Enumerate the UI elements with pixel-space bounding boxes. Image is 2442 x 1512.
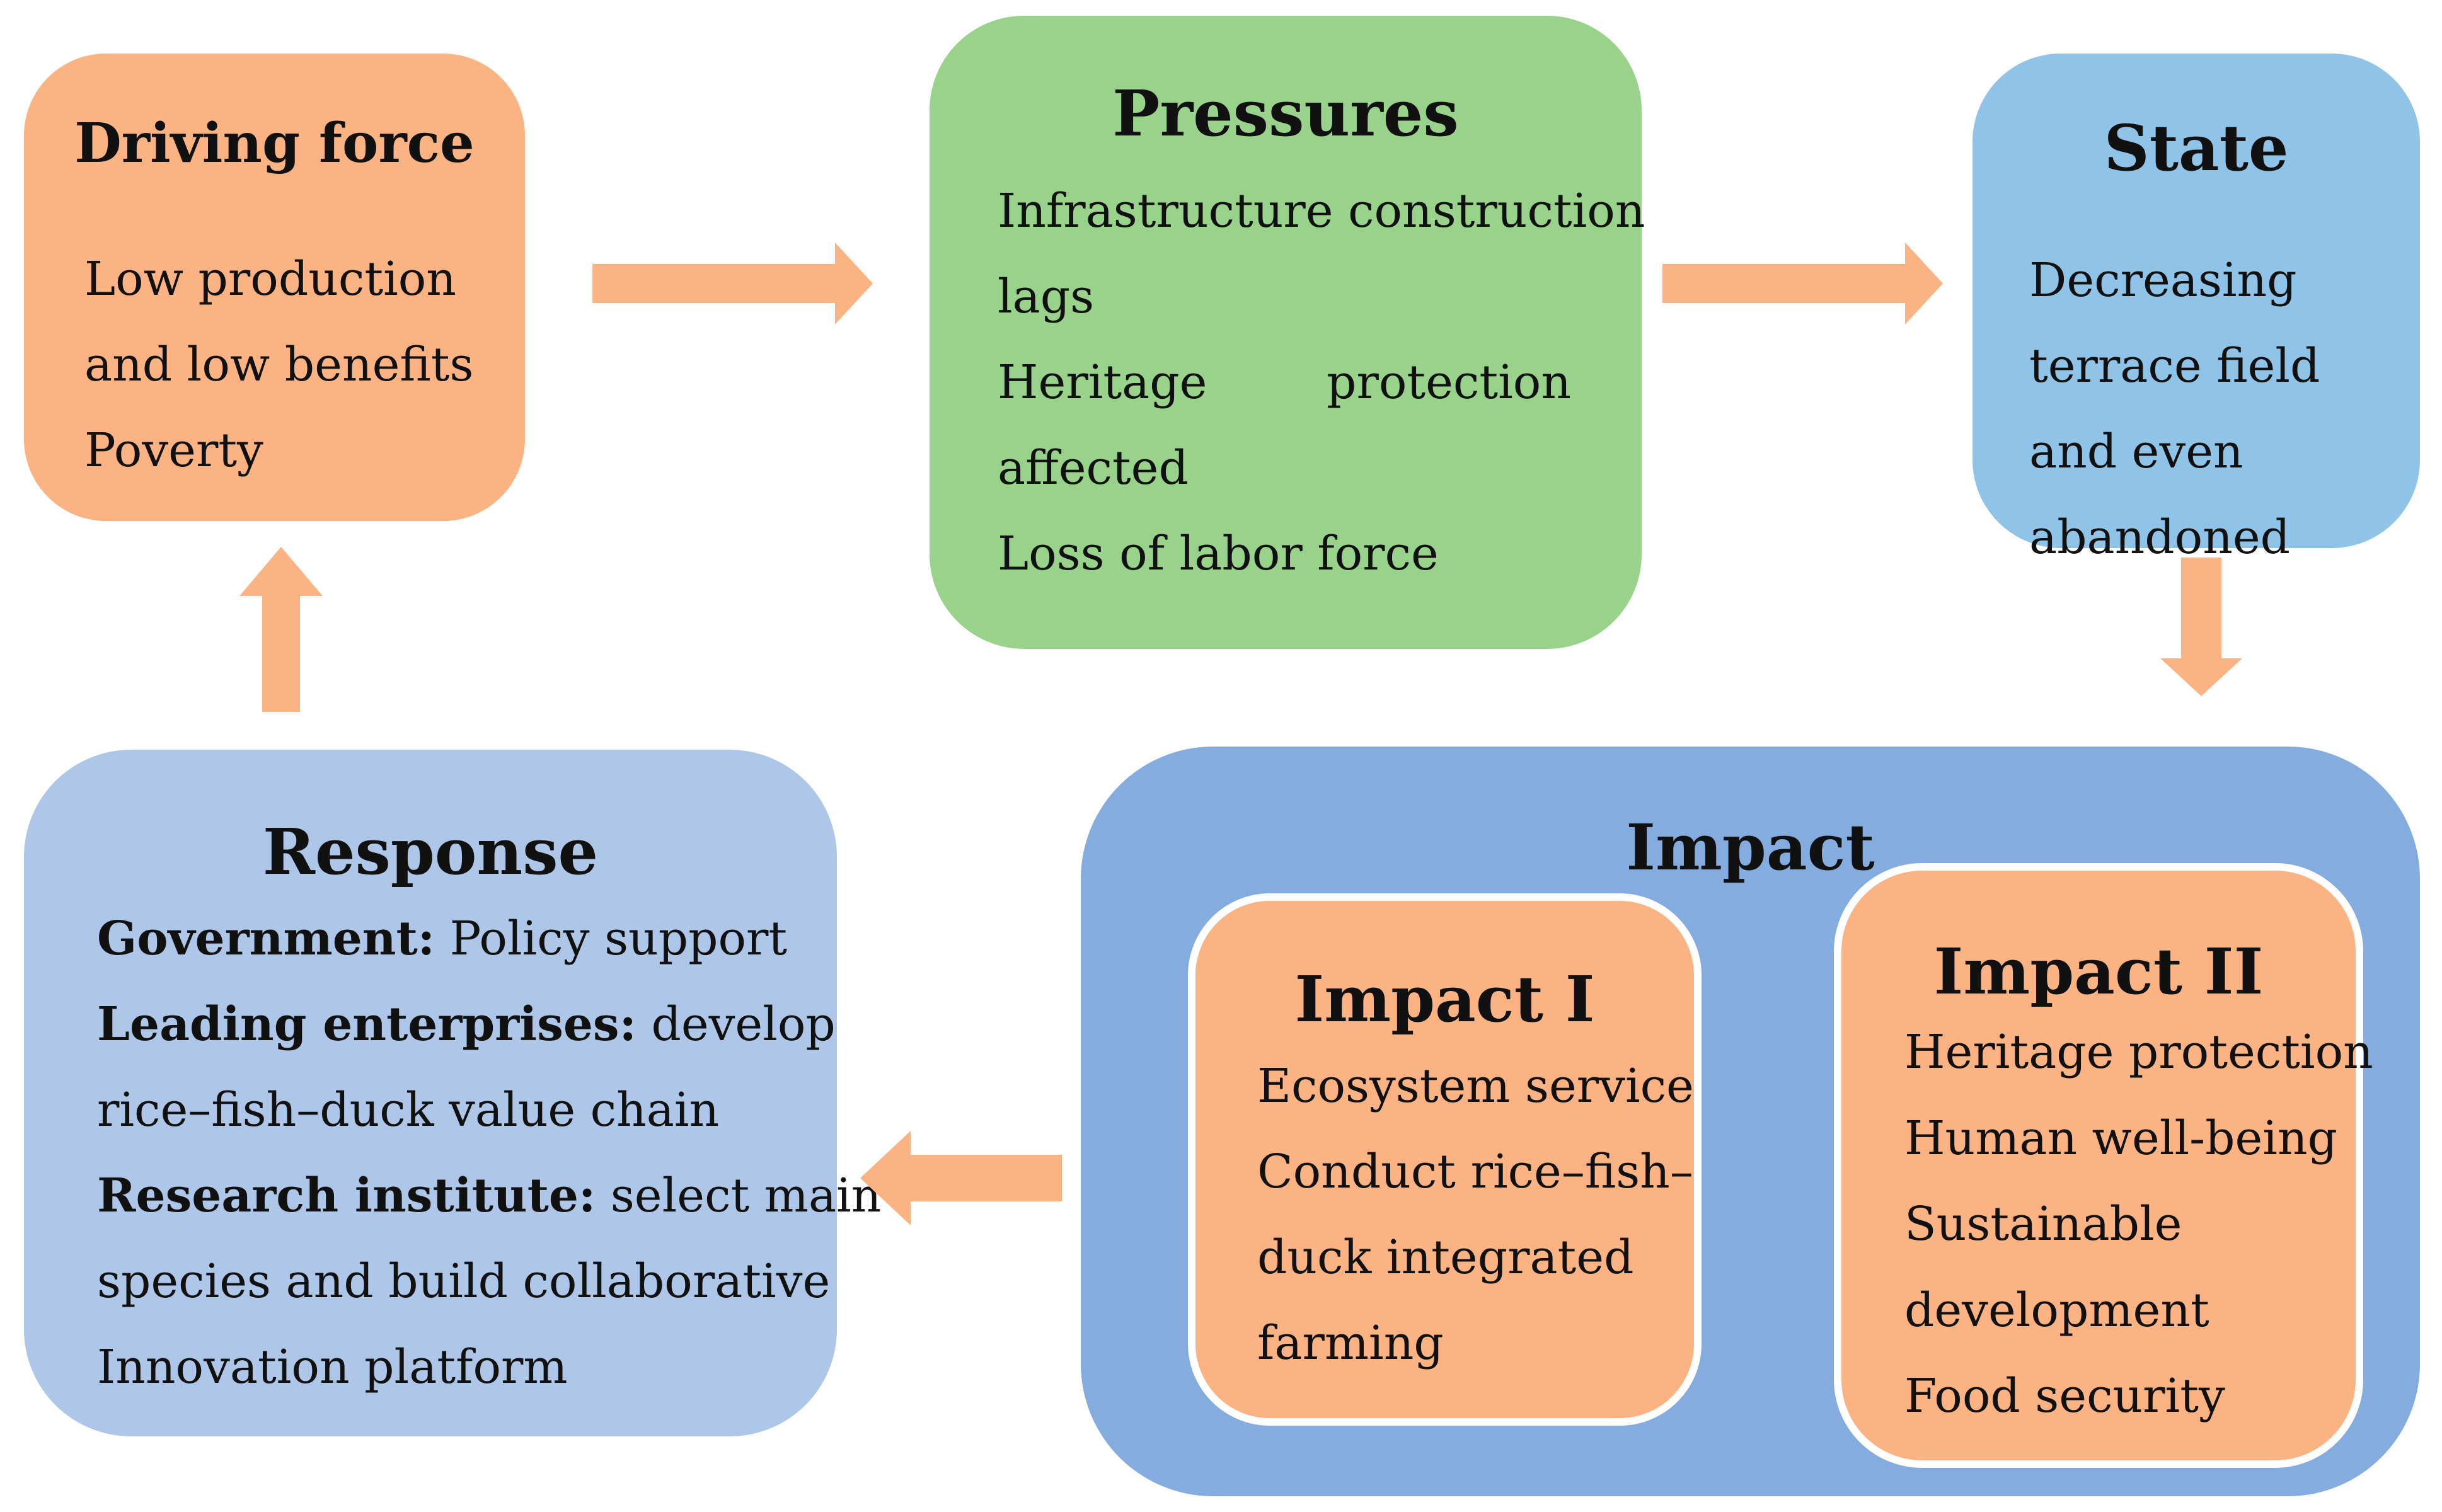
driving-force-title: Driving force — [74, 112, 475, 175]
impact-2-line: development — [1904, 1283, 2209, 1337]
response-line: species and build collaborative — [97, 1254, 831, 1309]
impact-2-line: Heritage protection — [1904, 1025, 2373, 1079]
impact-1-line: Conduct rice–fish– — [1257, 1145, 1693, 1199]
impact-1-line: farming — [1257, 1316, 1444, 1370]
arrow-right-icon — [1662, 243, 1943, 324]
response-line-enterprises: Leading enterprises: develop — [97, 982, 881, 1067]
research-text: select main — [596, 1169, 882, 1223]
arrow-right-icon — [592, 243, 873, 324]
pressures-line: Loss of labor force — [998, 527, 1439, 581]
pressures-line: lags — [998, 270, 1095, 324]
impact-2-title: Impact II — [1933, 934, 2264, 1009]
response-box: Response Government: Policy support Lead… — [24, 750, 881, 1436]
response-text: Government: Policy support Leading enter… — [97, 896, 881, 1410]
impact-2-line: Food security — [1904, 1369, 2225, 1423]
impact-1-box: Impact I Ecosystem service Conduct rice–… — [1188, 893, 1702, 1426]
impact-1-title: Impact I — [1294, 962, 1595, 1036]
driving-force-line: and low benefits — [84, 338, 474, 392]
impact-2-text: Heritage protection Human well-being Sus… — [1904, 1009, 2373, 1440]
impact-1-text: Ecosystem service Conduct rice–fish– duc… — [1257, 1043, 1694, 1386]
state-line: Decreasing — [2029, 253, 2297, 307]
pressures-title: Pressures — [1112, 76, 1459, 151]
government-text: Policy support — [435, 912, 788, 966]
enterprises-label: Leading enterprises: — [97, 997, 636, 1051]
state-title: State — [2104, 111, 2289, 185]
impact-1-line: duck integrated — [1257, 1230, 1634, 1285]
response-line-government: Government: Policy support — [97, 896, 881, 982]
response-title: Response — [262, 815, 599, 889]
driving-force-text: Low production and low benefits Poverty — [84, 236, 473, 493]
pressures-word: Heritage — [998, 355, 1207, 410]
arrow-left-icon — [860, 1131, 1062, 1225]
response-line: rice–fish–duck value chain — [97, 1083, 720, 1137]
state-line: terrace field — [2029, 339, 2320, 393]
impact-title: Impact — [1626, 810, 1875, 885]
state-box: State Decreasing terrace field and even … — [1973, 54, 2420, 564]
driving-force-line: Low production — [84, 252, 456, 306]
arrow-down-icon — [2160, 558, 2242, 696]
state-line: and even — [2029, 425, 2243, 479]
pressures-box: Pressures Infrastructure construction la… — [930, 16, 1645, 649]
driving-force-line: Poverty — [84, 423, 263, 478]
impact-2-line: Human well-being — [1904, 1111, 2337, 1166]
pressures-word: protection — [1327, 355, 1571, 410]
arrow-up-icon — [239, 547, 323, 712]
state-line: abandoned — [2029, 510, 2291, 564]
impact-2-line: Sustainable — [1904, 1197, 2182, 1251]
response-line: Innovation platform — [97, 1340, 568, 1394]
state-text: Decreasing terrace field and even abando… — [2029, 238, 2320, 580]
enterprises-text: develop — [636, 997, 836, 1051]
impact-2-box: Impact II Heritage protection Human well… — [1834, 863, 2373, 1468]
government-label: Government: — [97, 912, 435, 966]
pressures-text: Infrastructure construction lags Heritag… — [998, 168, 1645, 597]
pressures-line: affected — [998, 441, 1189, 495]
driving-force-box: Driving force Low production and low ben… — [24, 54, 525, 521]
impact-1-line: Ecosystem service — [1257, 1059, 1694, 1113]
response-line-research: Research institute: select main — [97, 1153, 881, 1239]
research-label: Research institute: — [97, 1169, 596, 1223]
pressures-line: Infrastructure construction — [998, 184, 1645, 238]
pressures-line: Heritage protection — [998, 340, 1571, 425]
